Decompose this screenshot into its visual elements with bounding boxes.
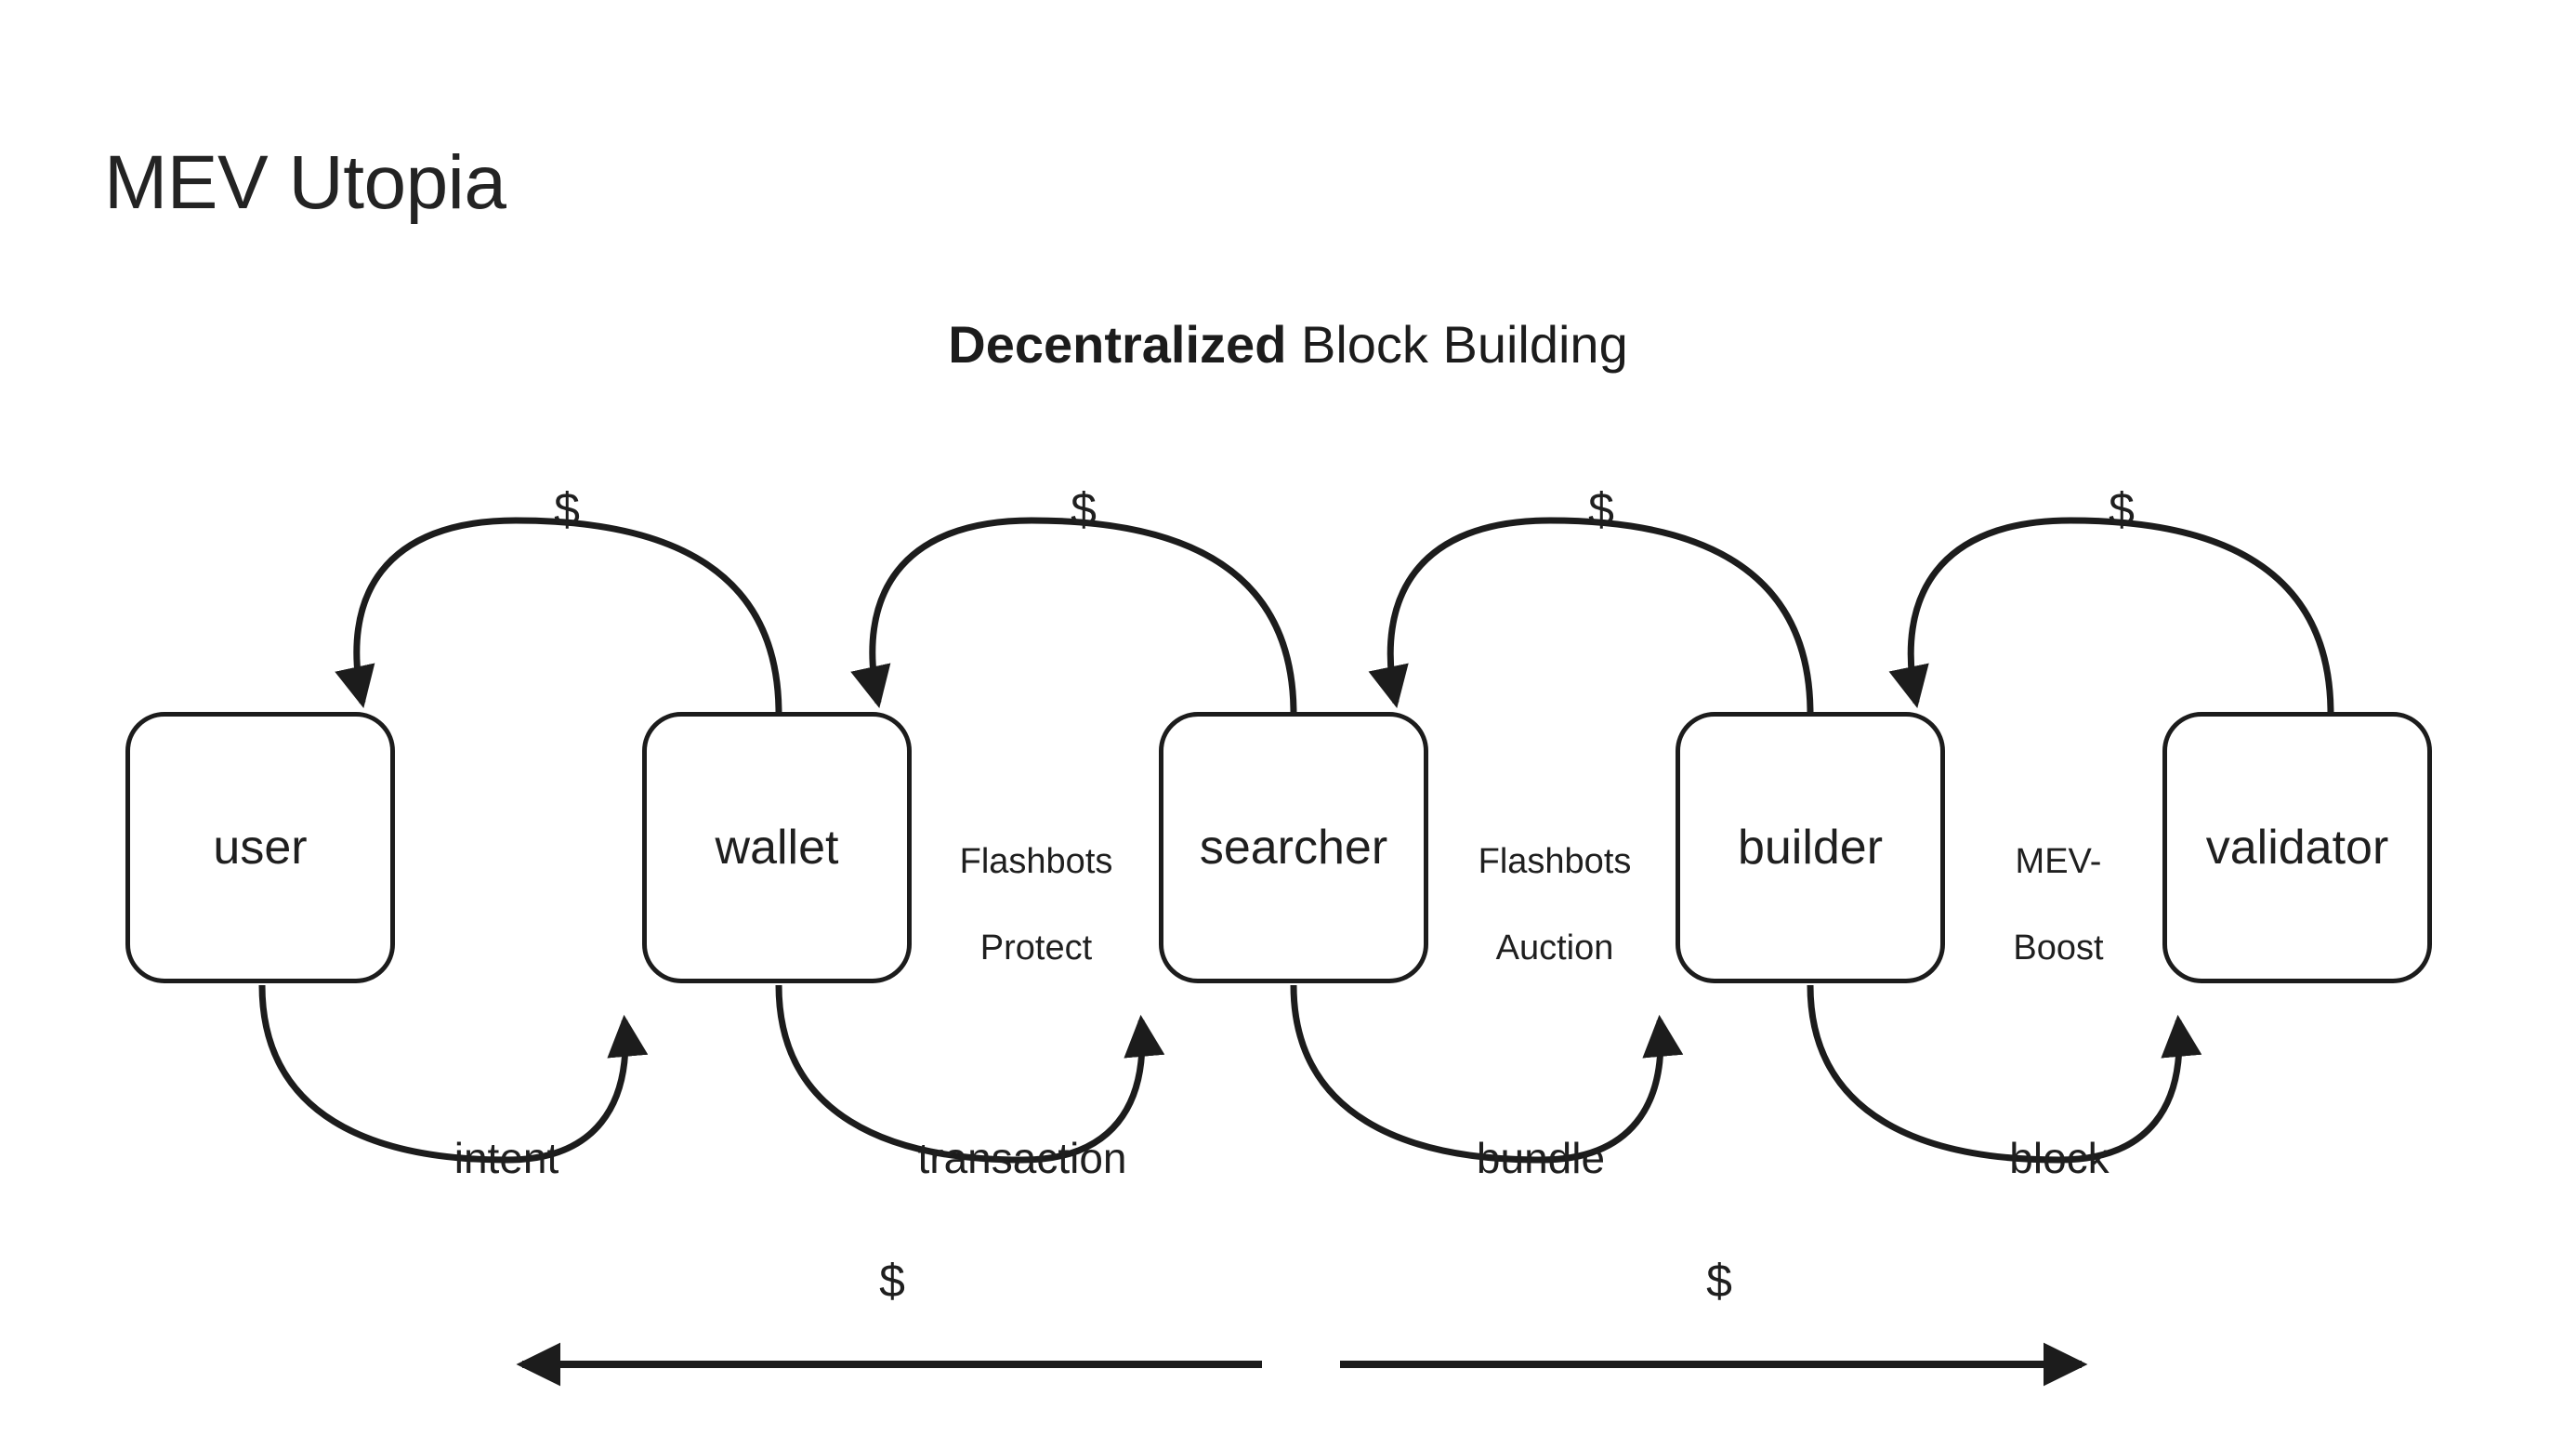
between-label-flashbots-auction: Flashbots Auction xyxy=(1434,797,1676,1013)
subtitle-regular: Block Building xyxy=(1286,315,1628,374)
node-user-label: user xyxy=(213,821,308,875)
between-label-flashbots-protect-line1: Flashbots xyxy=(959,842,1113,882)
between-label-mev-boost-line2: Boost xyxy=(2013,928,2104,968)
return-arc-wallet-to-user xyxy=(335,517,782,715)
node-validator-label: validator xyxy=(2205,821,2389,875)
node-wallet[interactable]: wallet xyxy=(642,712,912,983)
node-searcher[interactable]: searcher xyxy=(1159,712,1428,983)
forward-label-transaction: transaction xyxy=(917,1134,1127,1182)
between-label-flashbots-protect: Flashbots Protect xyxy=(915,797,1157,1013)
between-label-flashbots-protect-line2: Protect xyxy=(979,928,1093,968)
page-title: MEV Utopia xyxy=(104,140,506,225)
slide-subtitle: Decentralized Block Building xyxy=(0,314,2576,375)
between-label-mev-boost-line1: MEV- xyxy=(2015,842,2102,882)
return-arc-validator-to-builder xyxy=(1888,517,2334,715)
node-wallet-label: wallet xyxy=(715,821,839,875)
node-user[interactable]: user xyxy=(125,712,395,983)
node-validator[interactable]: validator xyxy=(2162,712,2432,983)
bottom-arrow-right-label: $ xyxy=(1706,1255,1732,1307)
forward-label-block: block xyxy=(2009,1134,2109,1182)
return-arc-searcher-to-wallet xyxy=(850,517,1297,715)
between-label-mev-boost: MEV- Boost xyxy=(1947,797,2170,1013)
node-searcher-label: searcher xyxy=(1199,821,1388,875)
between-label-flashbots-auction-line1: Flashbots xyxy=(1478,842,1632,882)
node-builder-label: builder xyxy=(1737,821,1884,875)
return-arc-builder-to-searcher xyxy=(1368,517,1814,715)
bottom-arrow-left-label: $ xyxy=(879,1255,905,1307)
subtitle-bold: Decentralized xyxy=(948,315,1287,374)
between-label-flashbots-auction-line2: Auction xyxy=(1495,928,1614,968)
return-label-validator-to-builder: $ xyxy=(2109,483,2135,535)
forward-label-intent: intent xyxy=(453,1134,559,1182)
node-builder[interactable]: builder xyxy=(1676,712,1945,983)
return-label-wallet-to-user: $ xyxy=(554,483,580,535)
return-label-builder-to-searcher: $ xyxy=(1588,483,1614,535)
return-label-searcher-to-wallet: $ xyxy=(1071,483,1097,535)
forward-label-bundle: bundle xyxy=(1476,1134,1606,1182)
